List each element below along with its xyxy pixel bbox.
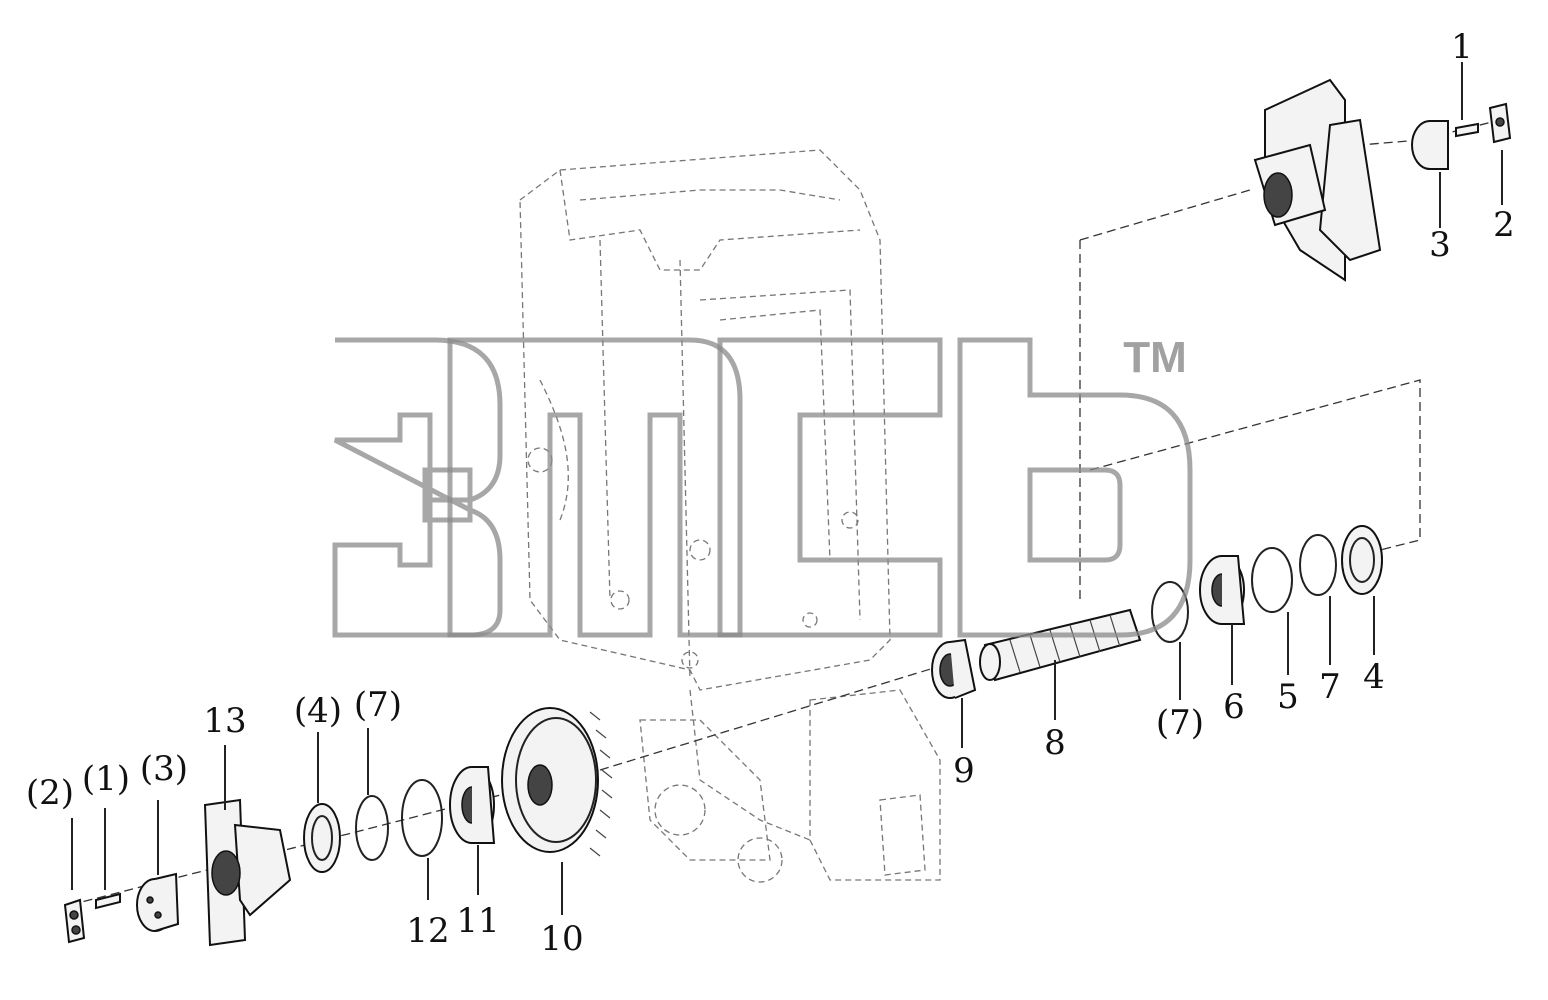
leader-lines [71, 62, 1503, 915]
callout-1-paren: (1) [82, 759, 130, 799]
transmission-housing [519, 149, 941, 883]
callout-1: 1 [1451, 27, 1473, 67]
callout-2: 2 [1493, 205, 1515, 245]
callout-9: 9 [953, 751, 975, 791]
callout-4-paren: (4) [294, 691, 342, 731]
callout-12: 12 [406, 911, 449, 951]
ring-5 [1251, 547, 1293, 613]
callout-7-paren-lower: (7) [354, 685, 402, 725]
shaft-8 [979, 608, 1142, 682]
seal-4 [1341, 525, 1383, 595]
callout-5: 5 [1277, 677, 1299, 717]
lock-plate-2-upper [1488, 102, 1512, 144]
ring-12 [401, 779, 443, 857]
callout-13: 13 [203, 701, 246, 741]
bearing-6 [1199, 555, 1246, 625]
callout-3: 3 [1429, 225, 1451, 265]
callout-8: 8 [1044, 723, 1066, 763]
callout-7: 7 [1319, 667, 1341, 707]
assembly-axes [69, 119, 1501, 906]
callout-10: 10 [540, 919, 583, 959]
cap-3-upper [1411, 120, 1449, 170]
callout-6: 6 [1223, 687, 1245, 727]
callout-11: 11 [456, 901, 499, 941]
bearing-11 [449, 766, 496, 844]
callout-7-paren: (7) [1156, 703, 1204, 743]
callout-labels: 1 2 3 4 7 5 6 (7) 8 9 (2) (1) (3) 13 (4)… [26, 27, 1515, 959]
callout-4: 4 [1363, 657, 1385, 697]
cap-3-lower [136, 872, 180, 932]
circlip-7-paren [1151, 581, 1189, 643]
seal-4-paren [303, 803, 341, 873]
flange-13 [203, 798, 292, 947]
bolt-1-lower [95, 892, 121, 910]
bearing-9 [931, 638, 977, 699]
lock-plate-2-lower [63, 898, 86, 944]
bolt-1-upper [1455, 122, 1479, 138]
callout-3-paren: (3) [140, 749, 188, 789]
brand-watermark-logo: TM [332, 333, 1193, 638]
circlip-7-lower [355, 795, 389, 861]
callout-2-paren: (2) [26, 773, 74, 813]
trademark-mark: TM [1123, 333, 1187, 382]
circlip-7 [1299, 534, 1337, 596]
gear-10 [501, 707, 613, 857]
flange-upper [1253, 78, 1382, 282]
